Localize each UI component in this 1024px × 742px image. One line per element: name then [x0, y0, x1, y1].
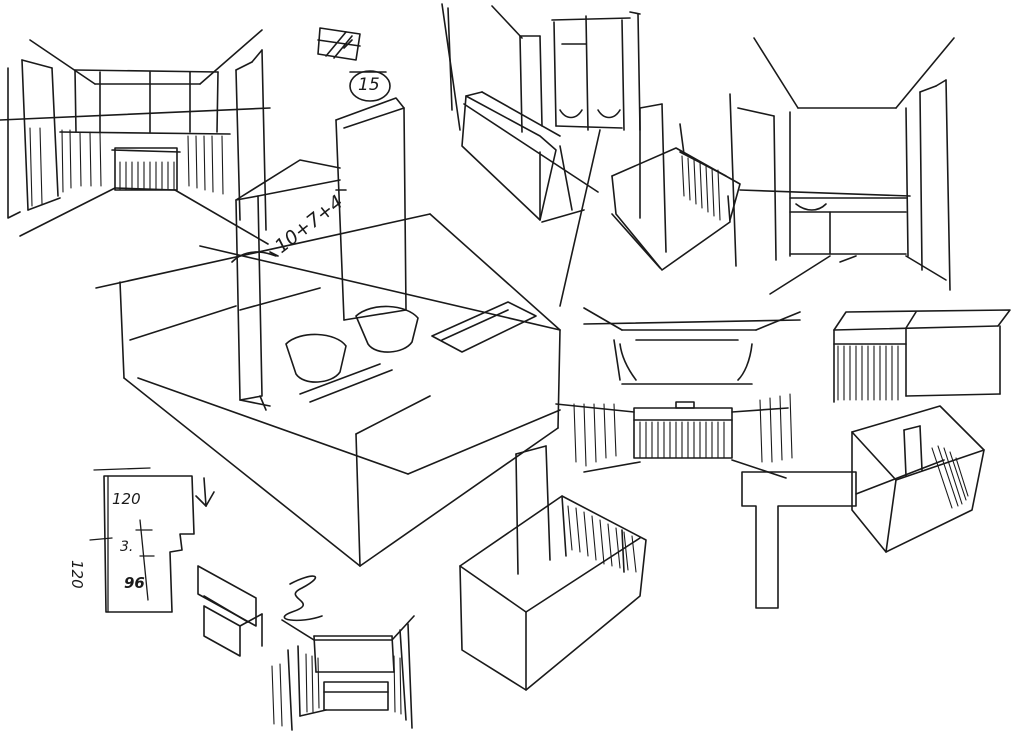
plan-dimension-lines — [89, 467, 155, 613]
bench-backrest-hatch — [567, 505, 637, 573]
corridor-wall-hatch — [29, 127, 224, 207]
vanity-perspective-sketch — [441, 3, 641, 307]
small-corridor-hatch — [271, 653, 402, 727]
detail-tag — [317, 27, 391, 102]
box-panel-hatch — [931, 445, 969, 509]
reception-desk-hatch — [573, 393, 793, 467]
plan-dimension-bottom: 96 — [124, 574, 145, 592]
small-corridor-sketch — [281, 615, 415, 731]
counter-front-hatch — [837, 345, 899, 401]
plan-dimension-middle: 3. — [120, 539, 134, 555]
counter-block-sketch — [833, 309, 1011, 403]
plan-dimension-top: 120 — [112, 490, 141, 508]
box-axonometric-sketch — [851, 405, 985, 553]
detail-number-note: 15 — [358, 75, 380, 95]
room-elevation-sketch — [729, 37, 955, 295]
small-desk-sketch — [197, 565, 323, 657]
bathroom-axonometric-sketch — [95, 97, 561, 567]
bench-perspective-sketch — [611, 103, 741, 271]
reception-desk-sketch — [555, 307, 801, 479]
partition-plan-sketch — [741, 471, 857, 609]
dimensioned-plan-sketch — [103, 475, 215, 613]
bench-slat-hatch — [681, 155, 721, 221]
corridor-perspective-sketch — [0, 29, 271, 245]
plan-dimension-side: 120 — [68, 560, 86, 589]
slatted-bench-sketch — [459, 445, 647, 691]
